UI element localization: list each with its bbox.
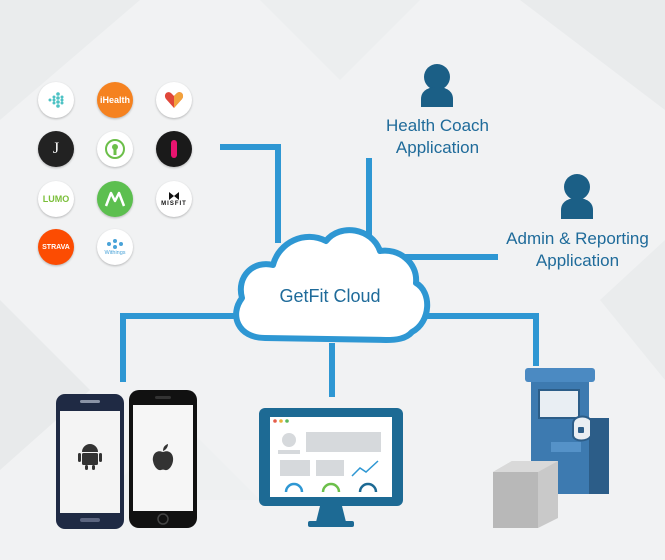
strava-icon: STRAVA bbox=[38, 229, 74, 265]
fitbit-dots bbox=[48, 92, 64, 108]
android-icon bbox=[78, 444, 102, 470]
withings-icon: Withings bbox=[97, 229, 133, 265]
heart-app-icon bbox=[156, 82, 192, 118]
ihealth-text: iHealth bbox=[99, 95, 130, 105]
fitbit-icon bbox=[38, 82, 74, 118]
mapmyfitness-icon bbox=[97, 181, 133, 217]
lumo-icon: LUMO bbox=[38, 181, 74, 217]
lumo-text: LUMO bbox=[42, 194, 70, 204]
admin-label: Admin & Reporting Application bbox=[495, 228, 660, 272]
cloud-label: GetFit Cloud bbox=[279, 286, 381, 306]
m-shape bbox=[104, 191, 126, 207]
jawbone-text: J bbox=[52, 140, 60, 157]
admin-person-icon bbox=[561, 174, 593, 219]
apple-icon bbox=[152, 444, 174, 471]
android-phone bbox=[56, 394, 124, 529]
heart-shape bbox=[164, 92, 184, 108]
health-coach-line1: Health Coach bbox=[385, 116, 489, 135]
misfit-mark bbox=[169, 192, 179, 200]
health-coach-person-icon bbox=[421, 64, 453, 107]
pink-bar bbox=[171, 140, 177, 158]
ihealth-icon: iHealth bbox=[97, 82, 133, 118]
iphone bbox=[129, 390, 197, 528]
desktop-monitor bbox=[259, 408, 403, 527]
health-kiosk bbox=[493, 368, 609, 528]
apps-connector bbox=[220, 144, 281, 243]
admin-line1: Admin & Reporting bbox=[506, 229, 649, 248]
misfit-icon: MISFIT bbox=[156, 181, 192, 217]
connector-lines bbox=[120, 144, 539, 397]
pink-bar-app-icon bbox=[156, 131, 192, 167]
health-coach-line2: Application bbox=[395, 138, 480, 157]
getfit-cloud bbox=[233, 227, 431, 343]
misfit-text: MISFIT bbox=[161, 201, 187, 207]
withings-dots bbox=[107, 239, 123, 249]
phones-connector bbox=[120, 313, 238, 382]
admin-line2: Application bbox=[535, 251, 620, 270]
strava-text: STRAVA bbox=[42, 243, 70, 251]
keyhole-app-icon bbox=[97, 131, 133, 167]
keyhole-shape bbox=[105, 139, 125, 159]
jawbone-icon: J bbox=[38, 131, 74, 167]
withings-text: Withings bbox=[104, 250, 126, 256]
kiosk-connector bbox=[425, 313, 539, 366]
health-coach-label: Health Coach Application bbox=[365, 115, 510, 159]
